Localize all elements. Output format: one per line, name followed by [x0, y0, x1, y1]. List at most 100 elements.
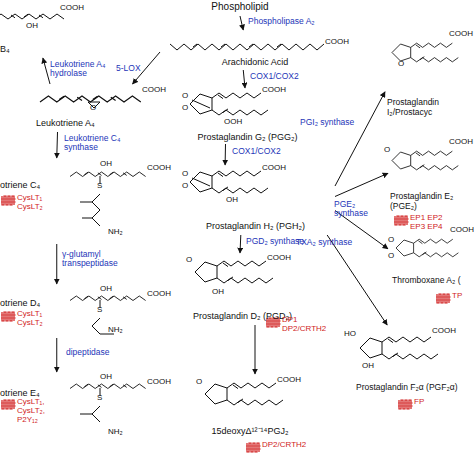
atom-label: S — [97, 394, 107, 403]
peroxide-bridge — [192, 100, 210, 108]
reaction-arrow — [243, 70, 245, 88]
pge2-structure — [392, 151, 458, 170]
atom-label: O — [388, 236, 398, 245]
atom-label: S — [97, 182, 107, 191]
compound-node: Thromboxane A₂ ( — [388, 232, 474, 288]
reaction-arrow — [240, 16, 243, 30]
enzyme-label: COX1/COX2 — [232, 147, 292, 156]
receptor-label: TP — [452, 292, 472, 301]
enzyme-label: COX1/COX2 — [250, 72, 310, 81]
receptor-label: CysLT₁ CysLT₂ — [17, 310, 57, 328]
compound-name: Phospholipid — [195, 1, 285, 13]
atom-label: O — [90, 104, 102, 113]
pgf2a-structure — [360, 337, 438, 359]
receptor-icon — [394, 216, 409, 225]
enzyme-label: Leukotriene C₄ synthase — [64, 134, 139, 153]
leukotriene-d4-structure — [70, 296, 146, 301]
atom-label: O — [398, 60, 408, 69]
enzyme-label: γ-glutamyl transpeptidase — [62, 250, 140, 269]
receptor-label: DP1 DP2/CRTH2 — [282, 316, 334, 334]
enzyme-label: PGE₂ synthase — [334, 200, 390, 219]
compound-node: Prostaglandin G₂ (PGG₂) — [180, 88, 310, 144]
atom-label: S — [97, 306, 107, 315]
reaction-arrow — [56, 132, 58, 158]
compound-name: otriene E₄ — [0, 388, 60, 398]
atom-label: COOH — [325, 38, 355, 47]
peroxide-bridge — [192, 178, 210, 186]
compound-name: Prostaglandin I₂/Prostacyc — [387, 98, 474, 118]
reaction-arrow — [43, 58, 50, 84]
atom-label: O — [182, 182, 192, 191]
atom-label: O — [384, 146, 394, 155]
atom-label: O — [186, 256, 196, 265]
atom-label: COOH — [147, 290, 173, 299]
atom-label: OH — [100, 160, 120, 169]
atom-label: O — [182, 92, 192, 101]
pgh2-structure — [190, 171, 268, 193]
enzyme-label: TXA₂ synthase — [296, 238, 356, 247]
compound-name: Prostaglandin E₂ (PGE₂) — [390, 192, 474, 212]
atom-label: O — [182, 104, 192, 113]
compound-name: Prostaglandin H₂ (PGH₂) — [188, 221, 323, 231]
receptor-label: EP1 EP2 EP3 EP4 — [410, 214, 458, 232]
reaction-arrow — [225, 144, 226, 165]
atom-label: O — [388, 252, 398, 261]
atom-label: NH₂ — [108, 428, 132, 437]
atom-label: COOH — [262, 86, 292, 95]
receptor-label: FP — [414, 398, 434, 407]
compound-node: Prostaglandin D₂ (PGD₂) — [180, 253, 330, 325]
reaction-arrow — [240, 235, 242, 253]
receptor-label: DP2/CRTH2 — [262, 441, 322, 450]
leukotriene-a4-structure — [40, 96, 141, 102]
compound-name: B₄ — [0, 44, 30, 54]
atom-label: OH — [362, 362, 378, 371]
atom-label: COOH — [267, 254, 297, 263]
enzyme-label: Phospholipase A₂ — [248, 17, 338, 26]
txa2-structure — [396, 239, 458, 257]
compound-node: Phospholipid — [195, 0, 285, 16]
compound-node: Prostaglandin I₂/Prostacyc — [385, 26, 474, 120]
reaction-arrow — [327, 235, 387, 325]
atom-label: OH — [100, 373, 120, 382]
atom-label: COOH — [142, 86, 172, 95]
arachidonic-chain — [170, 44, 324, 50]
receptor-icon — [246, 443, 261, 452]
compound-name: otriene C₄ — [0, 180, 60, 190]
atom-label: O — [196, 378, 206, 387]
receptor-icon — [398, 400, 413, 409]
atom-label: COOH — [277, 376, 307, 385]
compound-name: otriene D₄ — [0, 298, 60, 308]
compound-name: Prostaglandin F₂α (PGF₂α) — [356, 383, 474, 393]
pgj2-structure — [205, 383, 283, 405]
reaction-arrow — [335, 92, 385, 186]
pgg2-structure — [190, 93, 268, 115]
leukotriene-e4-structure — [70, 384, 146, 389]
compound-node: Prostaglandin H₂ (PGH₂) — [178, 165, 335, 235]
reaction-arrow — [255, 325, 256, 374]
atom-label: OH — [26, 22, 46, 31]
leukotriene-b4-structure — [0, 14, 64, 19]
receptor-label: CysLT₁, CysLT₂, P2Y₁₂ — [17, 398, 61, 424]
atom-label: OH — [226, 196, 246, 205]
atom-label: COOH — [262, 164, 292, 173]
atom-label: OH — [100, 285, 120, 294]
receptor-icon — [1, 196, 16, 205]
enzyme-label: Leukotriene A₄ hydrolase — [50, 60, 112, 79]
atom-label: NH₂ — [108, 326, 132, 335]
compound-node: Prostaglandin F₂α (PGF₂α) — [350, 325, 474, 395]
receptor-icon — [436, 294, 451, 303]
compound-node: Prostaglandin E₂ (PGE₂) — [388, 140, 474, 214]
compound-name: 15deoxyΔ¹²⁻¹⁴PGJ₂ — [190, 426, 310, 436]
atom-label: O — [182, 170, 192, 179]
receptor-icon — [1, 400, 16, 409]
atom-label: NH₂ — [108, 228, 132, 237]
enzyme-label: PGI₂ synthase — [300, 118, 360, 127]
receptor-icon — [1, 312, 16, 321]
reaction-arrow — [335, 173, 388, 196]
atom-label: HO — [344, 330, 360, 339]
compound-node: Arachidonic Acid — [160, 30, 345, 70]
compound-name: Thromboxane A₂ ( — [392, 276, 474, 286]
compound-name: Arachidonic Acid — [180, 57, 330, 67]
enzyme-label: 5-LOX — [116, 64, 156, 73]
